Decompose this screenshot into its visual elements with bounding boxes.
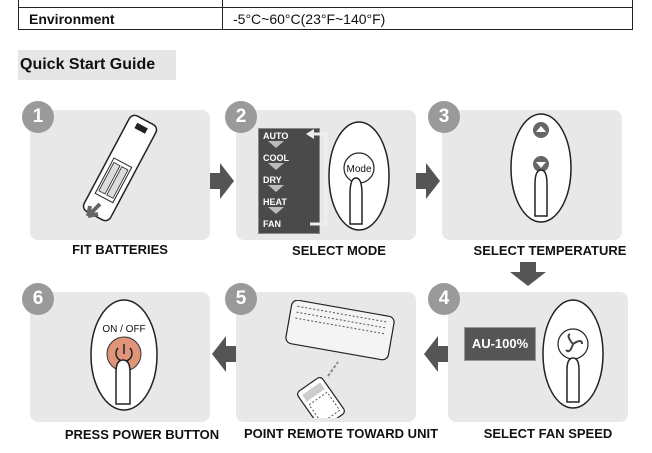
mode-list-panel: AUTO COOL DRY HEAT FAN — [258, 128, 320, 234]
finger-icon — [349, 177, 363, 225]
arrow-left-2-icon — [212, 336, 236, 372]
step-3-caption: SELECT TEMPERATURE — [473, 243, 627, 258]
signal-icon — [327, 361, 339, 377]
step-1-badge: 1 — [22, 101, 54, 133]
step-6-badge: 6 — [22, 283, 54, 315]
step-1-caption: FIT BATTERIES — [72, 242, 168, 257]
arrow-left-1-icon — [424, 336, 448, 372]
spec-cell-top-value — [222, 0, 633, 8]
mode-button-label: Mode — [346, 164, 371, 175]
mode-item-dry: DRY — [263, 175, 282, 185]
battery-remote-illustration — [82, 114, 158, 222]
cycle-arrow-icon — [306, 129, 314, 139]
step-2-badge: 2 — [225, 101, 257, 133]
arrow-down-icon — [510, 262, 546, 286]
step-6-caption: PRESS POWER BUTTON — [64, 427, 220, 442]
mode-cycle-illustration — [268, 129, 328, 226]
arrow-right-2-icon — [416, 163, 440, 199]
step-5-caption: POINT REMOTE TOWARD UNIT — [243, 426, 439, 441]
power-label: ON / OFF — [102, 324, 145, 335]
spec-label: Environment — [18, 7, 223, 30]
mode-item-fan: FAN — [263, 219, 281, 229]
mode-item-auto: AUTO — [263, 131, 289, 141]
section-title: Quick Start Guide — [18, 50, 176, 80]
fan-remote-illustration — [542, 299, 604, 409]
step-4-badge: 4 — [428, 283, 460, 315]
mode-item-heat: HEAT — [263, 197, 287, 207]
step-4-caption: SELECT FAN SPEED — [483, 426, 613, 441]
slide-arrow-icon — [86, 202, 102, 218]
spec-table: Environment -5°C~60°C(23°F~140°F) — [18, 0, 633, 30]
mode-remote-illustration: Mode — [328, 121, 390, 231]
step-5-badge: 5 — [225, 283, 257, 315]
finger-icon — [566, 357, 580, 403]
finger-icon — [534, 169, 548, 217]
step-2-caption: SELECT MODE — [292, 243, 386, 258]
step-3-badge: 3 — [428, 101, 460, 133]
finger-icon — [115, 359, 131, 405]
fan-speed-display: AU-100% — [464, 327, 536, 361]
temperature-remote-illustration — [510, 113, 572, 223]
spec-cell-top-label — [18, 0, 223, 8]
arrow-right-1-icon — [210, 163, 234, 199]
indoor-unit-illustration — [285, 300, 395, 418]
spec-value: -5°C~60°C(23°F~140°F) — [222, 7, 633, 30]
power-remote-illustration: ON / OFF — [90, 299, 158, 411]
mode-item-cool: COOL — [263, 153, 289, 163]
